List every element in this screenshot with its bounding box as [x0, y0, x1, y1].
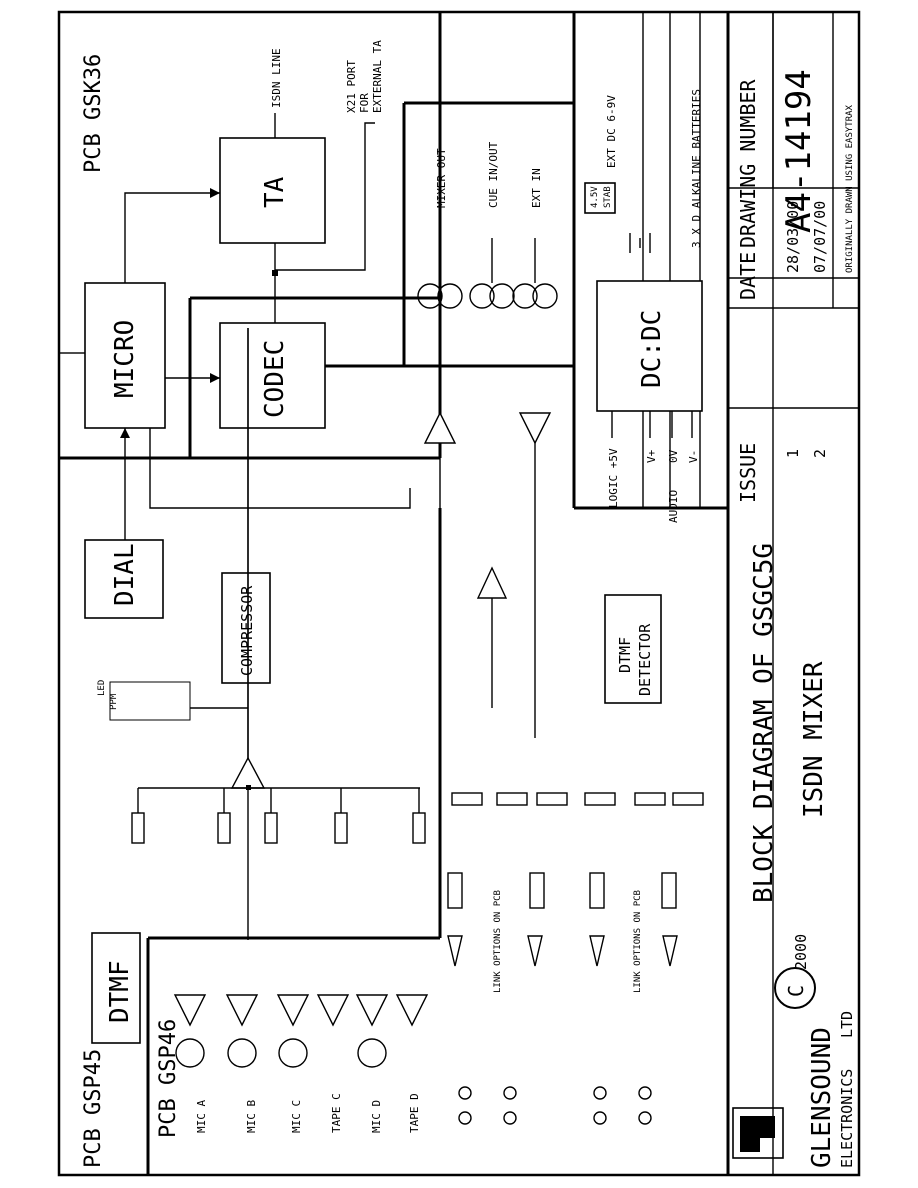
drawn-note: ORIGINALLY DRAWN USING EASYTRAX — [845, 104, 855, 273]
input-label-mic-a: MIC A — [195, 1100, 208, 1133]
diagram-title: BLOCK DIAGRAM OF GSGC5G — [749, 543, 779, 903]
svg-text:4.5V: 4.5V — [590, 186, 600, 208]
issue-header: ISSUE — [736, 443, 760, 503]
company-name: GLENSOUND — [807, 1027, 837, 1168]
svg-text:C: C — [784, 985, 808, 997]
date-header: DATE — [736, 252, 760, 300]
dtmf-block — [91, 932, 141, 1044]
stab-block — [584, 182, 616, 214]
svg-text:ISDN LINE: ISDN LINE — [270, 48, 283, 108]
ta-block — [219, 137, 326, 244]
svg-text:DTMF: DTMF — [616, 637, 634, 673]
battery-icon — [629, 233, 651, 253]
svg-text:MICRO: MICRO — [110, 320, 140, 398]
output-transformers: MIXER OUT CUE IN/OUT EXT IN — [417, 141, 558, 309]
link-options-2: LINK OPTIONS ON PCB — [633, 890, 643, 993]
svg-text:CUE IN/OUT: CUE IN/OUT — [487, 141, 500, 208]
pcb-gsk36-label: PCB GSK36 — [81, 54, 106, 173]
svg-text:07/07/00: 07/07/00 — [811, 201, 829, 273]
output-jacks — [458, 1086, 652, 1125]
input-amplifiers — [173, 994, 429, 1068]
svg-text:1: 1 — [784, 449, 802, 458]
pcb-gsp45-label: PCB GSP45 — [81, 1049, 106, 1168]
svg-text:X21 PORT: X21 PORT — [345, 60, 358, 113]
svg-text:28/03/00: 28/03/00 — [784, 201, 802, 273]
svg-text:DC:DC: DC:DC — [637, 310, 667, 388]
company-block: C 2000 GLENSOUND ELECTRONICS LTD — [732, 934, 856, 1168]
svg-text:AUDIO: AUDIO — [667, 490, 680, 523]
svg-text:V+: V+ — [645, 449, 658, 463]
codec-block — [219, 322, 326, 429]
svg-text:STAB: STAB — [603, 186, 613, 208]
copyright-icon — [774, 967, 816, 1009]
svg-text:EXT DC 6-9V: EXT DC 6-9V — [605, 95, 618, 168]
input-gain-chain — [131, 788, 426, 844]
compressor-block — [221, 572, 271, 684]
svg-text:2: 2 — [811, 449, 829, 458]
svg-text:0V: 0V — [667, 449, 680, 463]
svg-text:EXT IN: EXT IN — [530, 168, 543, 208]
svg-text:ELECTRONICS: ELECTRONICS — [838, 1069, 856, 1168]
svg-text:LED: LED — [97, 680, 107, 696]
input-label-tape-d: TAPE D — [408, 1093, 421, 1133]
dial-block — [84, 539, 164, 619]
svg-text:DIAL: DIAL — [110, 543, 140, 606]
svg-text:COMPRESSOR: COMPRESSOR — [238, 585, 256, 676]
drawing-number-label: DRAWING NUMBER — [736, 78, 760, 248]
svg-text:DTMF: DTMF — [105, 960, 135, 1023]
input-label-mic-d: MIC D — [370, 1100, 383, 1133]
svg-text:MIXER OUT: MIXER OUT — [435, 148, 448, 208]
svg-text:TA: TA — [260, 176, 290, 208]
output-mix-network — [423, 411, 704, 967]
input-label-mic-b: MIC B — [245, 1100, 258, 1133]
pcb-gsp46-label: PCB GSP46 — [156, 1019, 181, 1138]
input-label-mic-c: MIC C — [290, 1100, 303, 1133]
svg-text:FOR: FOR — [358, 93, 371, 113]
svg-text:LOGIC +5V: LOGIC +5V — [607, 448, 620, 508]
diagram-subtitle: ISDN MIXER — [799, 661, 829, 818]
link-options-1: LINK OPTIONS ON PCB — [493, 890, 503, 993]
dtmf-detector-block — [604, 594, 662, 704]
svg-text:LTD: LTD — [838, 1011, 856, 1038]
svg-text:3 X D ALKALINE BATTERIES: 3 X D ALKALINE BATTERIES — [690, 89, 703, 248]
svg-text:V-: V- — [687, 450, 700, 463]
svg-text:EXTERNAL TA: EXTERNAL TA — [371, 40, 384, 113]
drawing-number: A4-14194 — [779, 69, 819, 233]
sheet-border — [57, 10, 861, 1177]
led-ppm-meter: LED PPM — [97, 680, 191, 721]
svg-text:PPM: PPM — [109, 693, 119, 710]
svg-text:2000: 2000 — [792, 934, 810, 970]
svg-text:DETECTOR: DETECTOR — [636, 623, 654, 696]
svg-text:CODEC: CODEC — [260, 340, 290, 418]
input-label-tape-c: TAPE C — [330, 1093, 343, 1133]
